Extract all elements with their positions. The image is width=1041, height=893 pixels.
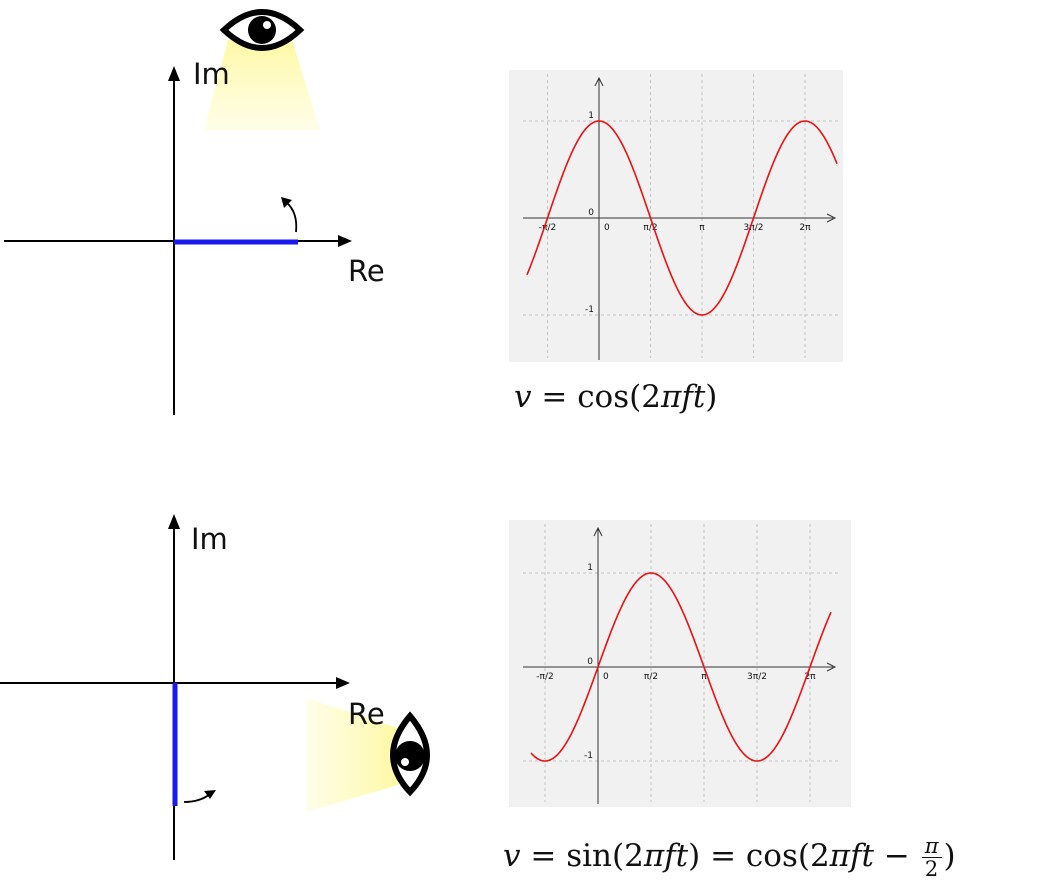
formula-v: v [514, 379, 532, 415]
top-rotation-arrowhead [281, 197, 292, 208]
cos-plot-svg: -π/2 0 π/2 π 3π/2 2π 1 0 -1 [523, 74, 839, 360]
sin-plot-svg: -π/2 0 π/2 π 3π/2 2π 1 0 -1 [523, 524, 839, 804]
curve-cosx [526, 120, 838, 316]
y-axis-arrow [593, 526, 603, 537]
x-tick-label: 0 [604, 223, 610, 233]
cos-formula: v = cos(2πft) [514, 379, 718, 415]
x-axis-arrow [826, 662, 837, 672]
x-tick-label: 3π/2 [747, 672, 767, 682]
y-tick-label: -1 [584, 751, 593, 761]
x-tick-label: 3π/2 [744, 223, 764, 233]
x-tick-label: π [701, 672, 707, 682]
x-tick-label: π/2 [644, 672, 658, 682]
bottom-rotation-arrow [183, 793, 211, 803]
bottom-light-cone [306, 698, 398, 812]
curve-sinx [530, 572, 832, 762]
sin-plot: -π/2 0 π/2 π 3π/2 2π 1 0 -1 [509, 520, 851, 807]
y-tick-label: -1 [585, 305, 594, 315]
x-tick-label: 2π [799, 223, 811, 233]
bottom-rotation-arrowhead [204, 790, 216, 799]
x-tick-label: 2π [804, 672, 816, 682]
y-tick-label: 1 [587, 563, 593, 573]
y-tick-label: 0 [587, 657, 593, 667]
top-rotation-arrow [285, 201, 298, 233]
eye-icon [219, 9, 305, 51]
bottom-re-label: Re [348, 697, 385, 731]
y-axis-arrow [594, 76, 604, 87]
top-im-label: Im [193, 57, 230, 91]
x-tick-label: π/2 [643, 223, 657, 233]
x-tick-label: -π/2 [536, 672, 553, 682]
eye-icon [390, 711, 430, 797]
cos-plot: -π/2 0 π/2 π 3π/2 2π 1 0 -1 [509, 70, 843, 362]
top-light-cone [204, 40, 320, 130]
x-tick-label: π [699, 223, 705, 233]
x-axis-arrow [826, 213, 837, 223]
y-tick-label: 1 [588, 111, 594, 121]
y-tick-label: 0 [588, 208, 594, 218]
bottom-im-label: Im [191, 522, 228, 556]
bottom-imag-axis-arrowhead [168, 514, 180, 529]
top-re-label: Re [348, 254, 385, 288]
top-real-axis-arrowhead [338, 235, 352, 247]
bottom-real-axis-arrowhead [336, 677, 350, 689]
x-tick-label: 0 [603, 672, 609, 682]
top-imag-axis-arrowhead [168, 66, 180, 81]
formula-v: v [503, 838, 521, 875]
x-tick-label: -π/2 [539, 223, 556, 233]
